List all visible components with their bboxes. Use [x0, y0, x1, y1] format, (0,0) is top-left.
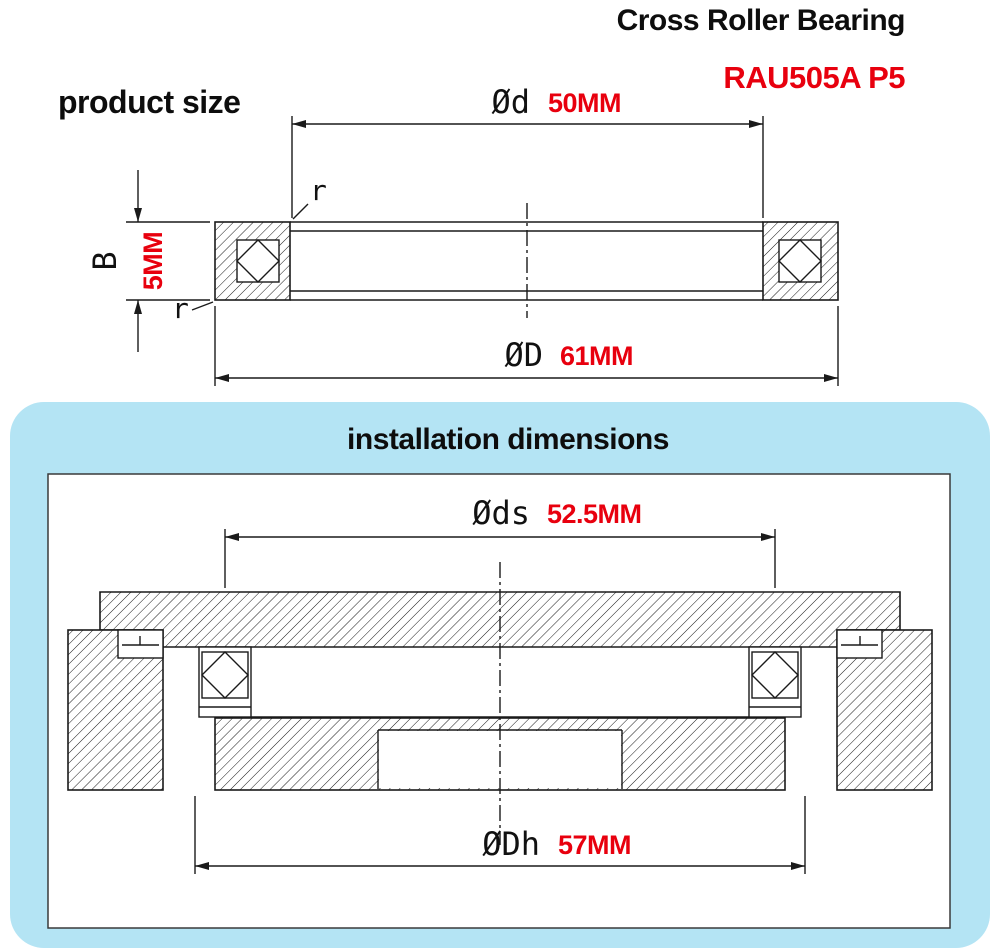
arrow-right	[824, 374, 838, 382]
product-size-title: product size	[58, 84, 240, 120]
left-roller	[236, 239, 280, 283]
arrow-right	[791, 862, 805, 870]
arrow-left	[215, 374, 229, 382]
left-roller	[201, 651, 249, 699]
housing-seat-symbol: ØDh	[482, 825, 540, 863]
dim-outer: ØD 61MM	[214, 306, 839, 386]
fillet-callouts: r r	[172, 174, 327, 325]
width-value: 5MM	[138, 232, 168, 291]
arrow-right	[749, 120, 763, 128]
right-roller	[778, 239, 822, 283]
shaft-seat-symbol: Øds	[472, 494, 530, 532]
model-number: RAU505A P5	[723, 60, 905, 95]
arrow-left	[195, 862, 209, 870]
bore-symbol: Ød	[491, 83, 530, 121]
installation-cross-section	[67, 562, 933, 845]
bore-value: 50MM	[548, 88, 621, 118]
dim-bore: Ød 50MM	[291, 83, 764, 218]
brand-title: Cross Roller Bearing	[617, 4, 905, 37]
width-symbol: B	[86, 251, 124, 270]
fillet-label-bottom: r	[172, 292, 189, 325]
housing-seat-value: 57MM	[558, 830, 631, 860]
arrow-left	[292, 120, 306, 128]
arrow-left	[225, 533, 239, 541]
fillet-label-top: r	[310, 174, 327, 207]
arrow-down	[134, 208, 142, 222]
dim-housing-seat: ØDh 57MM	[194, 796, 806, 874]
bearing-cross-section	[214, 203, 839, 318]
outer-symbol: ØD	[504, 336, 543, 374]
shaft-seat-value: 52.5MM	[547, 499, 642, 529]
arrow-up	[134, 300, 142, 314]
installation-title: installation dimensions	[347, 423, 669, 456]
dim-width: B 5MM	[86, 170, 210, 352]
right-roller	[751, 651, 799, 699]
dim-shaft-seat: Øds 52.5MM	[224, 494, 776, 588]
arrow-right	[761, 533, 775, 541]
outer-value: 61MM	[560, 341, 633, 371]
